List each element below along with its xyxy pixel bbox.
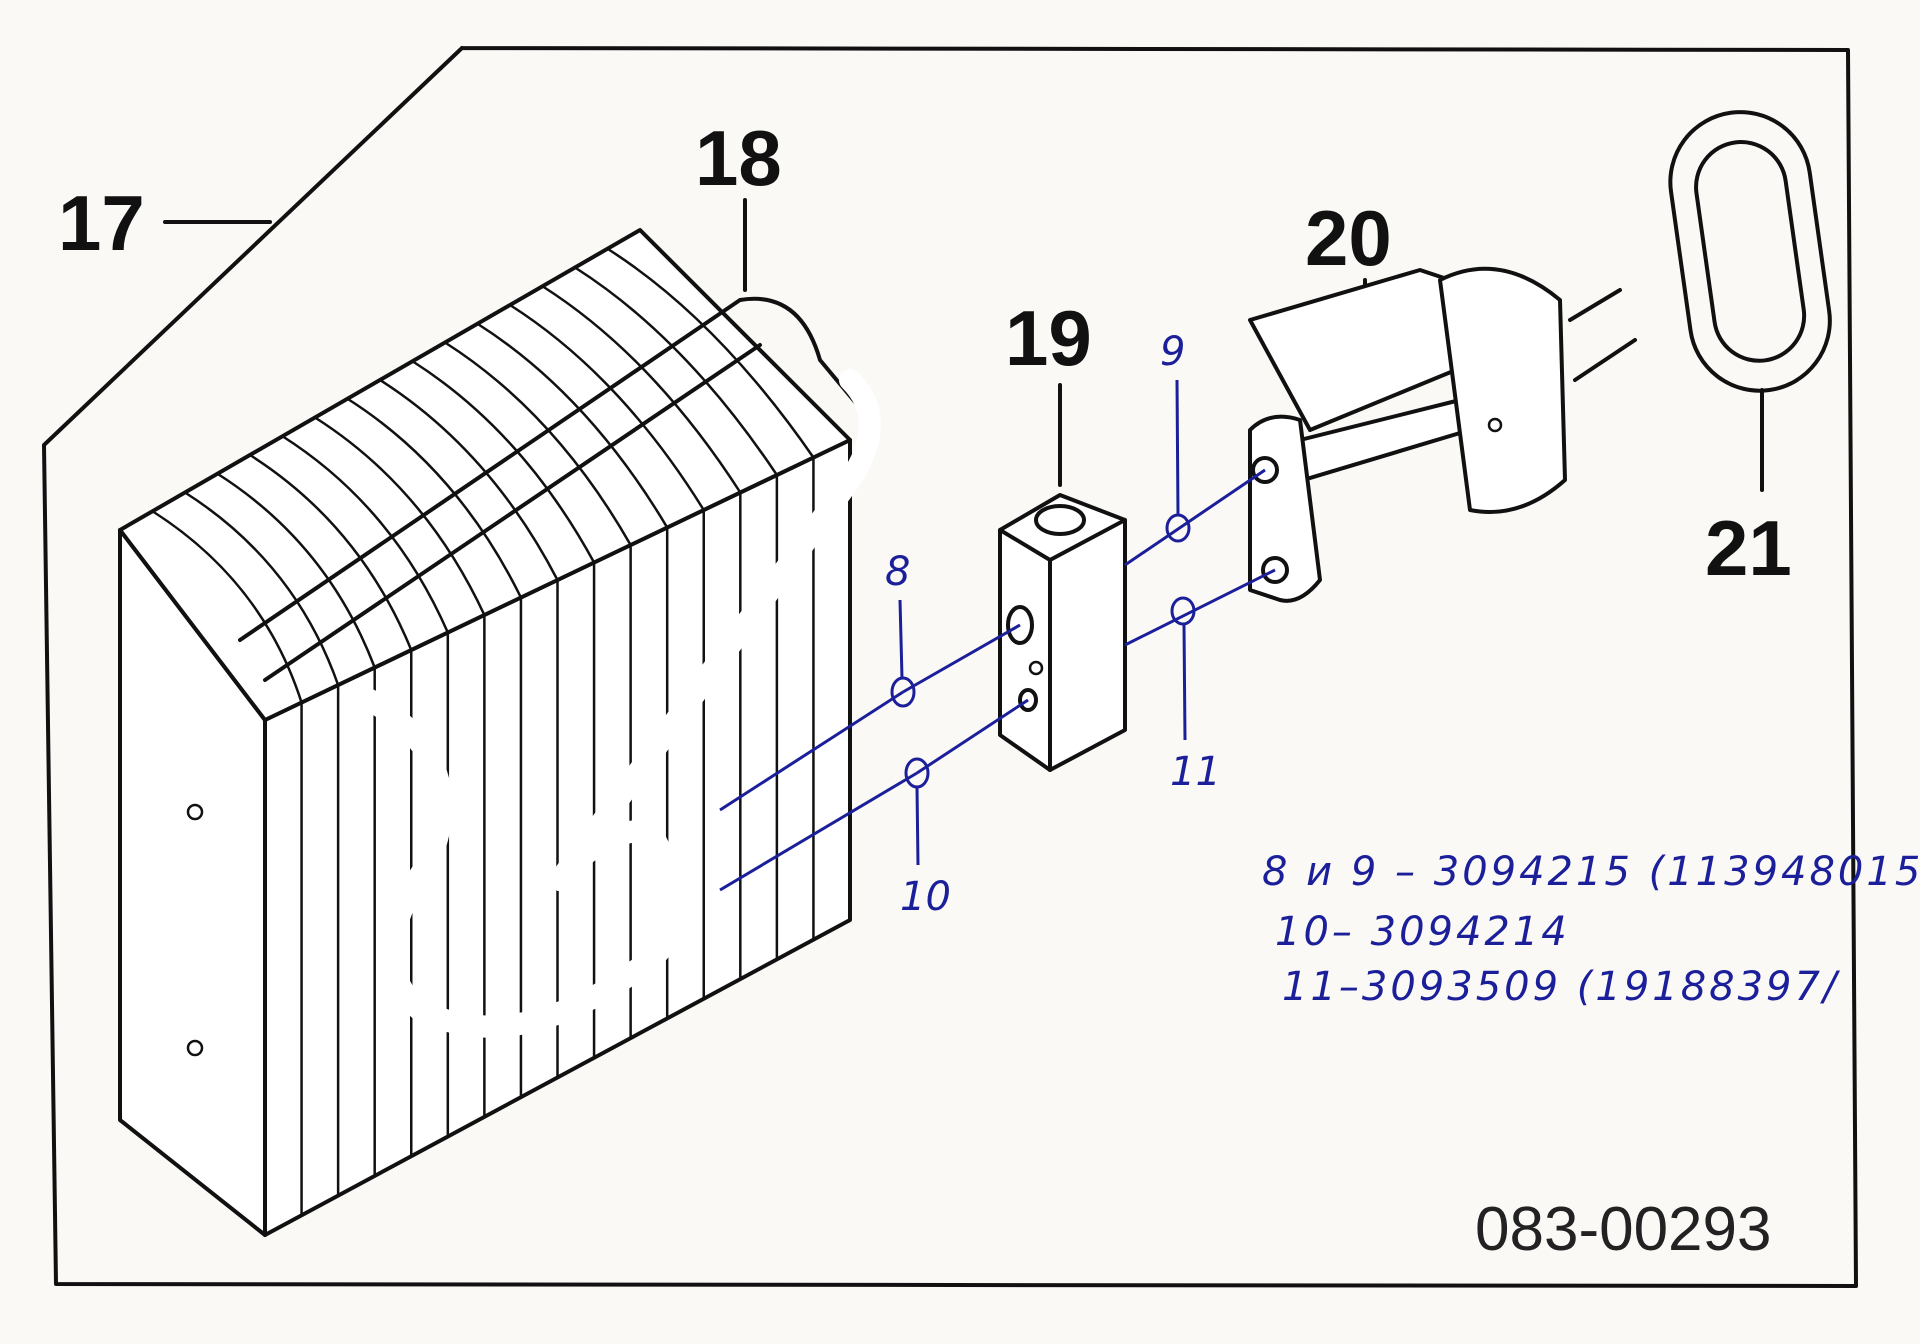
tube-loop xyxy=(574,266,778,476)
tube-loop xyxy=(216,472,376,668)
tube-loop xyxy=(151,510,303,703)
note-line-3: 11–3093509 (19188397/ xyxy=(1282,964,1841,1010)
tube-loop xyxy=(606,247,815,459)
tube-loop xyxy=(379,378,559,581)
tube-loop xyxy=(281,435,449,634)
tube-loop xyxy=(184,491,340,686)
expansion-valve xyxy=(998,493,1127,772)
pipe-flange xyxy=(1248,266,1637,603)
note-line-2: 10– 3094214 xyxy=(1275,909,1570,955)
hand-callout-9: 9 xyxy=(1160,329,1185,375)
diagram-part-number: 083-00293 xyxy=(1475,1195,1772,1264)
diagram-frame xyxy=(42,46,1858,1288)
evaporator-core xyxy=(118,228,881,1237)
hand-callout-10: 10 xyxy=(900,874,951,920)
hand-callout-8: 8 xyxy=(885,549,910,595)
gasket xyxy=(1668,110,1832,393)
note-line-1: 8 и 9 – 3094215 (113948015/ xyxy=(1262,849,1920,895)
tube-loop xyxy=(411,360,596,564)
o-ring-11 xyxy=(1170,596,1196,626)
tube-loop xyxy=(541,285,742,494)
tube-loop xyxy=(346,397,523,599)
tube-loop xyxy=(509,303,705,511)
callout-21: 21 xyxy=(1705,504,1792,592)
tube-loop xyxy=(249,453,413,651)
o-rings xyxy=(719,379,1276,892)
callout-18: 18 xyxy=(695,114,782,202)
hand-callout-11: 11 xyxy=(1170,749,1221,795)
tube-loop xyxy=(314,416,486,616)
callout-20: 20 xyxy=(1305,194,1392,282)
tube-loop xyxy=(444,341,632,546)
callout-17: 17 xyxy=(58,179,145,267)
callout-19: 19 xyxy=(1005,294,1092,382)
o-ring-8 xyxy=(890,676,916,708)
